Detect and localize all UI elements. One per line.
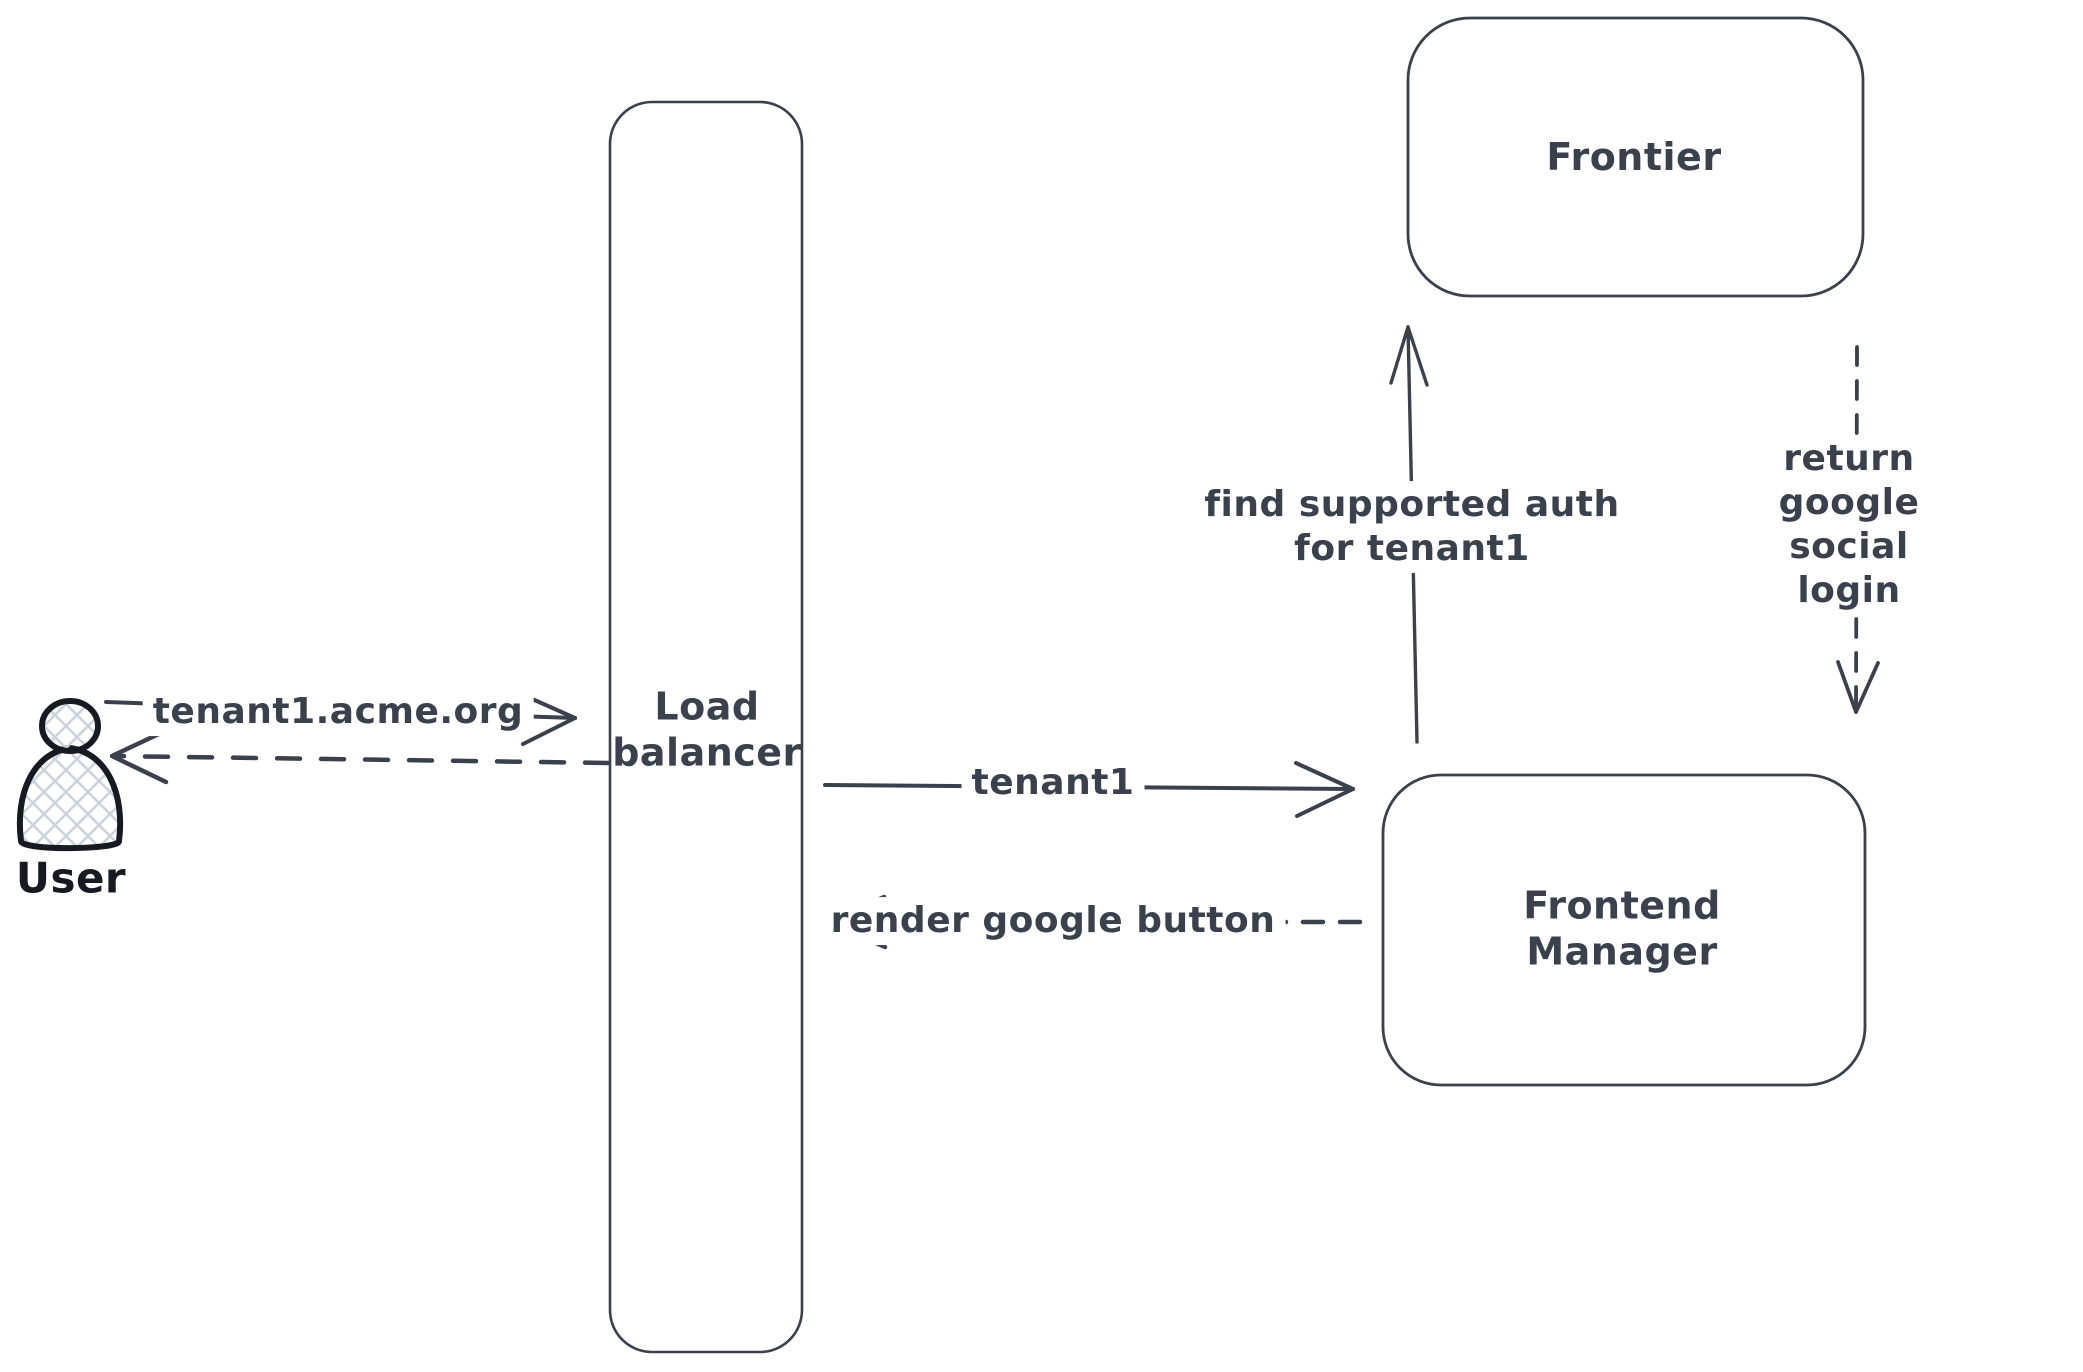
- arrow-frontend-manager-to-load-balancer: [825, 894, 1363, 950]
- arrow-frontend-manager-to-frontier: [1389, 325, 1429, 744]
- arrow-load-balancer-to-user: [109, 729, 611, 785]
- user-person-icon: [16, 698, 124, 852]
- user-head: [39, 698, 101, 754]
- frontend-manager-box: [1381, 773, 1867, 1087]
- arrow-frontier-to-frontend-manager: [1836, 345, 1880, 714]
- frontier-box: [1406, 16, 1865, 298]
- arrow-load-balancer-to-frontend-manager: [823, 761, 1355, 818]
- user-body: [16, 745, 124, 852]
- arrow-user-to-load-balancer: [104, 692, 577, 746]
- load-balancer-box: [608, 100, 804, 1354]
